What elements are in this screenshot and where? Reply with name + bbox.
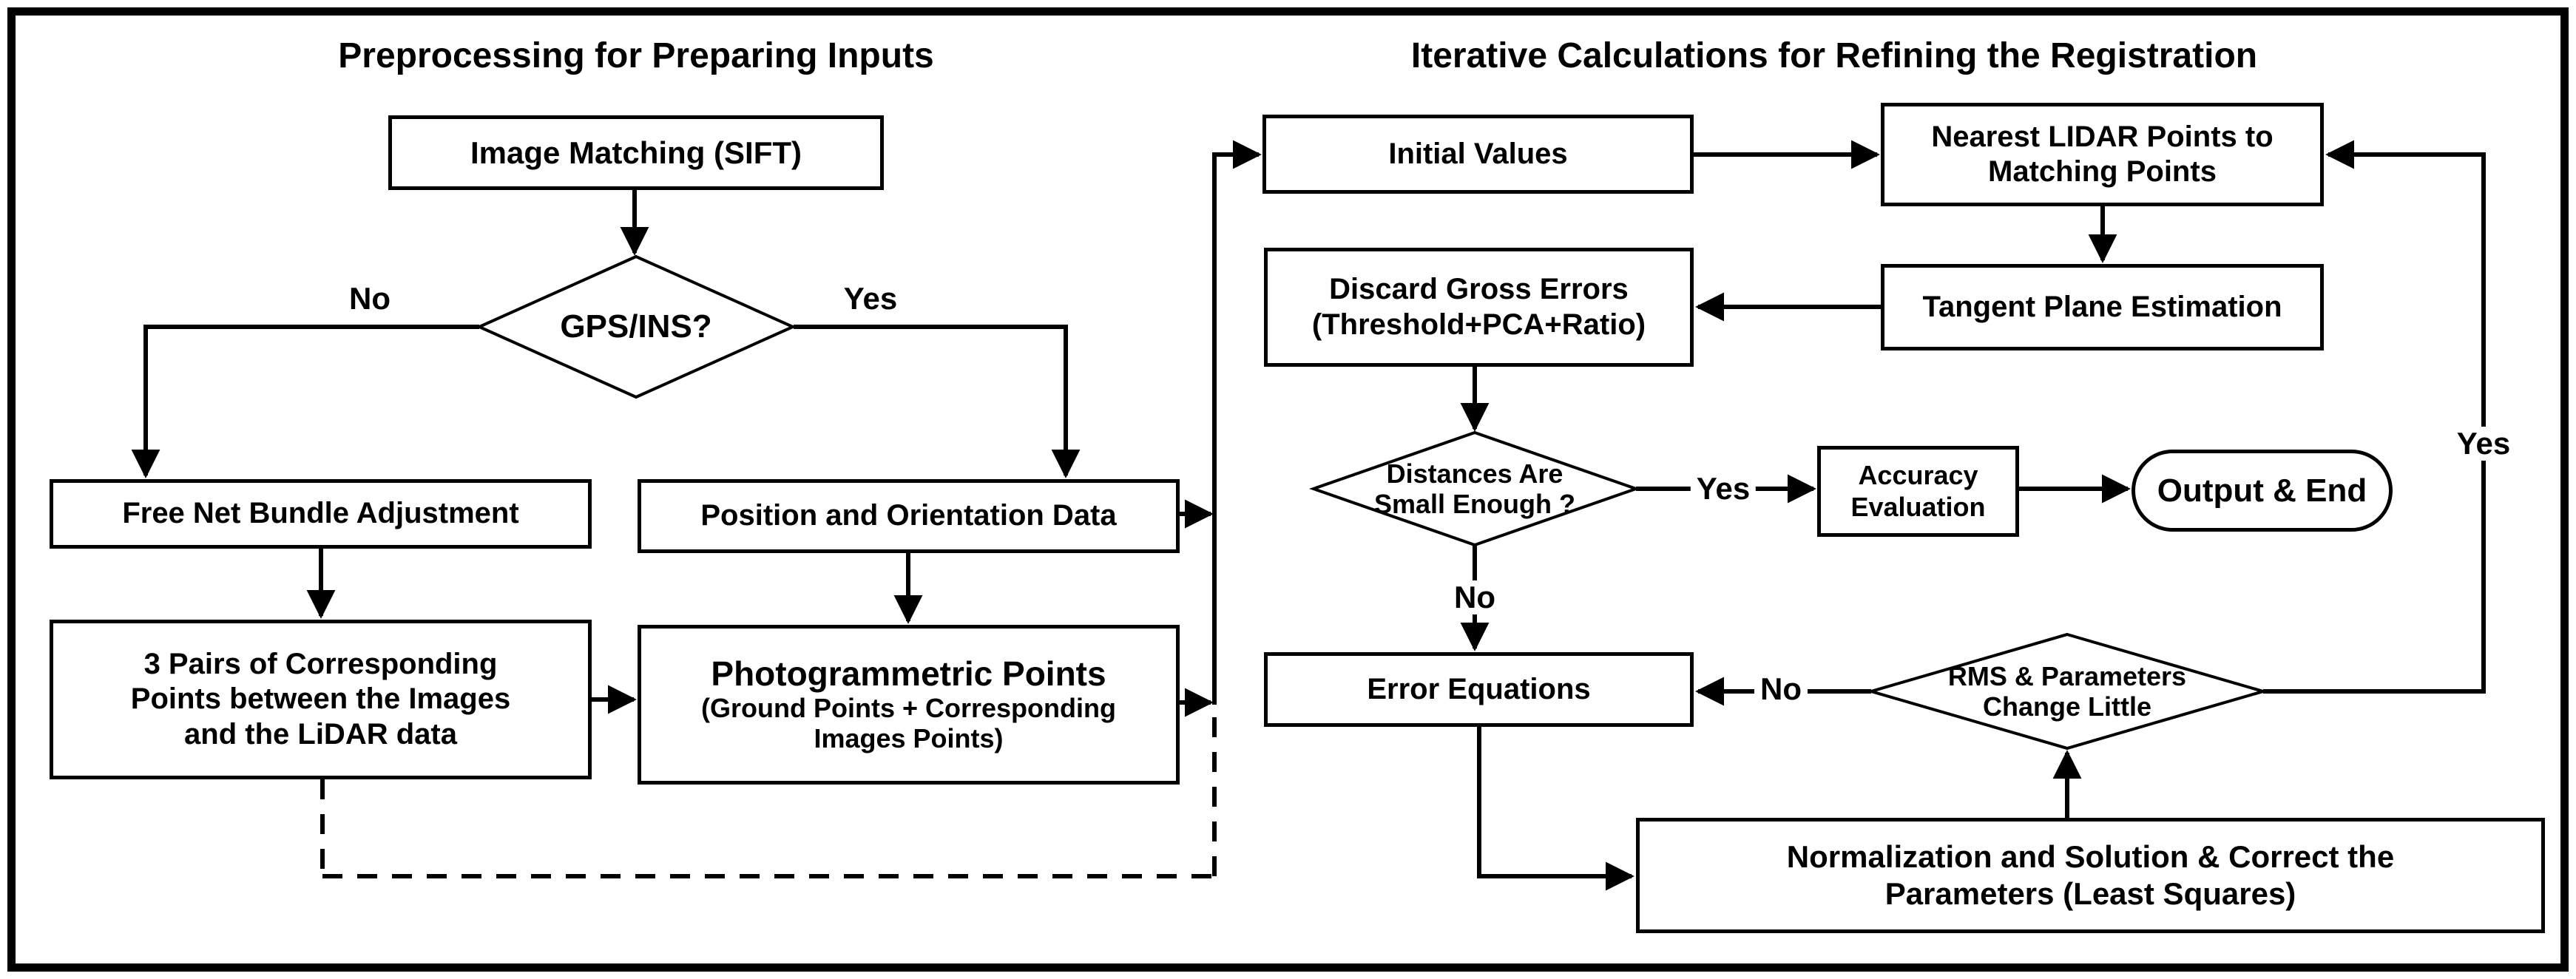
photogrammetric-sub-text: (Ground Points + Corresponding Images Po… bbox=[701, 692, 1116, 754]
distances-diamond-shape bbox=[1308, 430, 1641, 547]
gpsins-diamond-shape bbox=[476, 254, 797, 399]
rms-yes-label: Yes bbox=[2450, 427, 2517, 461]
right-section-title: Iterative Calculations for Refining the … bbox=[1410, 36, 2258, 75]
edge-error-to-normalization bbox=[1477, 727, 1634, 891]
node-normalization: Normalization and Solution & Correct the… bbox=[1636, 818, 2545, 933]
node-photogrammetric: Photogrammetric Points (Ground Points + … bbox=[638, 625, 1180, 785]
gpsins-yes-label: Yes bbox=[837, 282, 904, 316]
node-initial-values: Initial Values bbox=[1262, 115, 1694, 194]
node-output-end: Output & End bbox=[2132, 450, 2393, 532]
node-image-matching: Image Matching (SIFT) bbox=[388, 115, 884, 190]
node-error-equations: Error Equations bbox=[1264, 652, 1694, 727]
rms-diamond-shape bbox=[1865, 632, 2269, 751]
distances-no-label: No bbox=[1448, 580, 1501, 614]
distances-yes-label: Yes bbox=[1690, 472, 1757, 506]
rms-no-label: No bbox=[1754, 672, 1808, 706]
edge-rms-yes-loop-to-nearest bbox=[2263, 140, 2486, 694]
gpsins-no-label: No bbox=[343, 282, 396, 316]
node-rms-label: RMS & Parameters Change Little bbox=[1947, 660, 2187, 722]
node-free-net: Free Net Bundle Adjustment bbox=[50, 479, 592, 549]
node-distances-label: Distances Are Small Enough ? bbox=[1373, 458, 1575, 519]
photogrammetric-main-text: Photogrammetric Points bbox=[711, 654, 1106, 694]
left-section-title: Preprocessing for Preparing Inputs bbox=[338, 36, 934, 75]
node-position-orientation: Position and Orientation Data bbox=[638, 479, 1180, 553]
node-accuracy-evaluation: Accuracy Evaluation bbox=[1817, 446, 2019, 537]
node-gpsins-label: GPS/INS? bbox=[560, 308, 712, 345]
node-three-pairs: 3 Pairs of Corresponding Points between … bbox=[50, 620, 592, 779]
node-nearest-lidar: Nearest LIDAR Points to Matching Points bbox=[1881, 103, 2324, 206]
node-discard-gross: Discard Gross Errors (Threshold+PCA+Rati… bbox=[1264, 248, 1694, 367]
node-tangent-plane: Tangent Plane Estimation bbox=[1881, 264, 2324, 350]
figure-border bbox=[7, 7, 2569, 972]
